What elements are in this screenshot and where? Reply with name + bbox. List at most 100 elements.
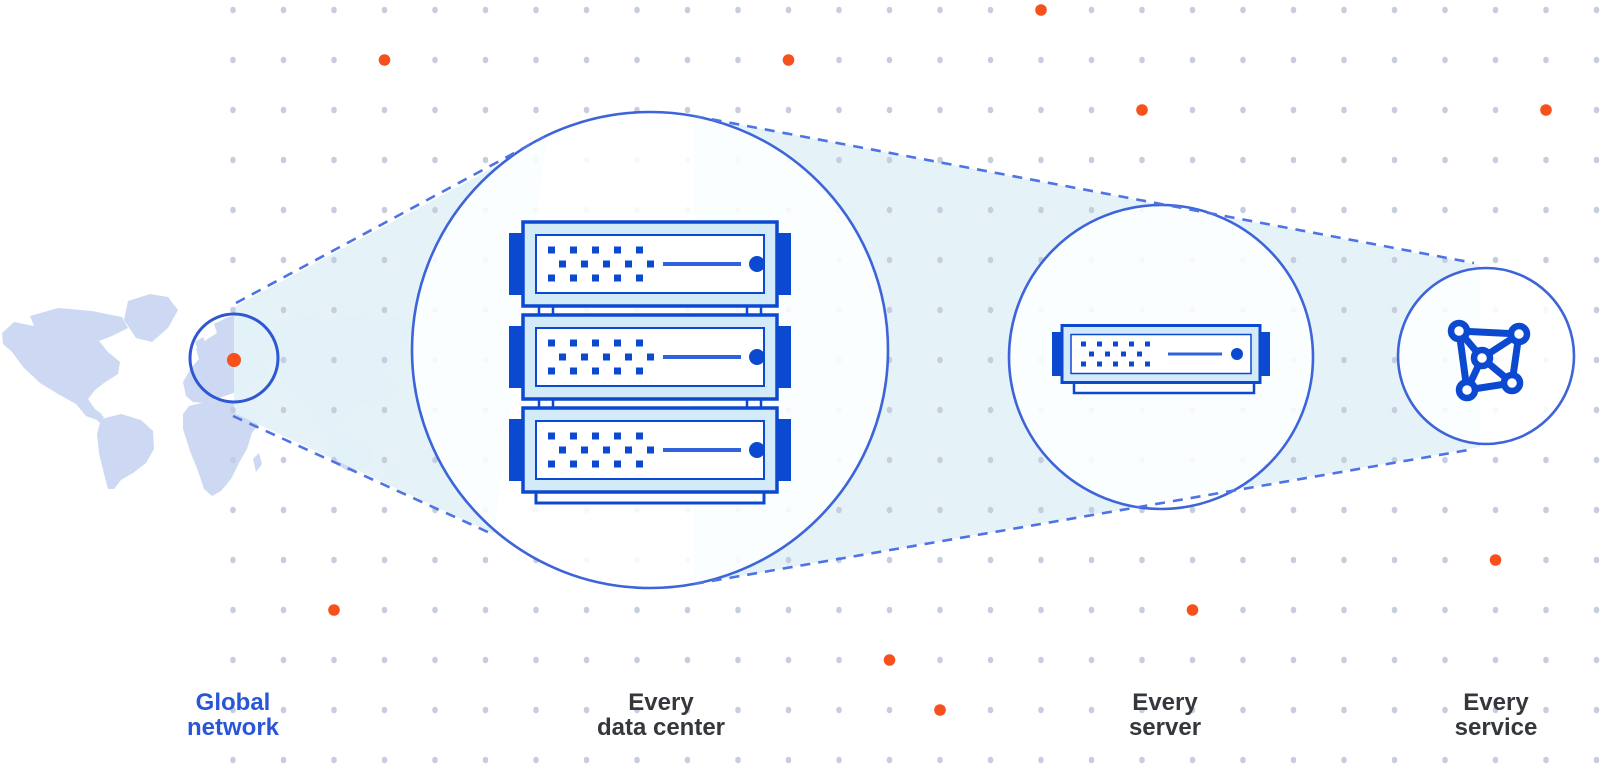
grid-dot — [381, 206, 388, 214]
grid-dot — [432, 206, 438, 214]
grid-dot — [886, 56, 893, 64]
grid-dot — [1593, 56, 1600, 64]
grid-dot — [1088, 6, 1095, 14]
grid-dot — [432, 106, 438, 114]
grid-dot — [987, 106, 994, 114]
grid-dot — [1543, 156, 1549, 164]
grid-dot — [937, 456, 943, 464]
grid-dot — [987, 206, 994, 214]
grid-dot — [331, 756, 337, 764]
grid-dot — [1038, 506, 1044, 514]
grid-dot — [482, 156, 489, 164]
grid-dot — [533, 56, 539, 64]
grid-dot — [1341, 506, 1347, 514]
grid-dot — [886, 256, 893, 264]
grid-dot — [482, 6, 489, 14]
orange-dot — [1489, 554, 1502, 566]
grid-dot — [937, 656, 943, 664]
grid-dot — [1240, 706, 1246, 714]
grid-dot — [1038, 56, 1044, 64]
grid-dot — [331, 156, 337, 164]
map-madagascar — [253, 453, 262, 472]
grid-dot — [886, 506, 893, 514]
grid-dot — [785, 756, 792, 764]
stage-label-line: Global — [195, 689, 271, 716]
grid-dot — [331, 306, 337, 314]
grid-dot — [280, 206, 287, 214]
grid-dot — [1492, 206, 1499, 214]
grid-dot — [381, 356, 388, 364]
grid-dot — [1391, 206, 1398, 214]
grid-dot — [1341, 706, 1347, 714]
grid-dot — [987, 156, 994, 164]
grid-dot — [331, 706, 337, 714]
grid-dot — [785, 556, 792, 564]
map-greenland — [124, 294, 178, 342]
grid-dot — [1290, 6, 1297, 14]
grid-dot — [1391, 156, 1398, 164]
grid-dot — [280, 456, 287, 464]
grid-dot — [987, 656, 994, 664]
zoom-cone-lines — [232, 114, 1475, 586]
grid-dot — [1290, 156, 1297, 164]
grid-dot — [1341, 206, 1347, 214]
grid-dot — [1543, 506, 1549, 514]
grid-dot — [280, 6, 287, 14]
grid-dot — [1543, 6, 1549, 14]
grid-dot — [230, 506, 236, 514]
grid-dot — [280, 506, 287, 514]
grid-dot — [381, 556, 388, 564]
server-unit — [509, 406, 791, 494]
grid-dot — [1543, 256, 1549, 264]
grid-dot — [1290, 506, 1297, 514]
stage-label-line: Every — [1463, 689, 1529, 716]
grid-dot — [1189, 656, 1196, 664]
grid-dot — [482, 606, 489, 614]
grid-dot — [886, 606, 893, 614]
grid-dot — [230, 756, 236, 764]
grid-dot — [583, 606, 590, 614]
grid-dot — [937, 356, 943, 364]
grid-dot — [280, 306, 287, 314]
grid-dot — [331, 206, 337, 214]
grid-dot — [1038, 756, 1044, 764]
grid-dot — [432, 156, 438, 164]
grid-dot — [937, 406, 943, 414]
grid-dot — [381, 6, 388, 14]
grid-dot — [1593, 456, 1600, 464]
grid-dot — [1341, 6, 1347, 14]
grid-dot — [1442, 156, 1448, 164]
grid-dot — [230, 256, 236, 264]
grid-dot — [836, 756, 842, 764]
grid-dot — [1088, 56, 1095, 64]
grid-dot — [1038, 106, 1044, 114]
grid-dot — [280, 56, 287, 64]
grid-dot — [1189, 556, 1196, 564]
grid-dot — [230, 556, 236, 564]
grid-dot — [331, 506, 337, 514]
grid-dot — [1442, 706, 1448, 714]
grid-dot — [331, 556, 337, 564]
grid-dot — [937, 206, 943, 214]
grid-dot — [230, 306, 236, 314]
grid-dot — [1341, 456, 1347, 464]
grid-dot — [1391, 56, 1398, 64]
grid-dot — [381, 706, 388, 714]
grid-dot — [735, 6, 741, 14]
grid-dot — [280, 606, 287, 614]
grid-dot — [482, 656, 489, 664]
grid-dot — [1088, 606, 1095, 614]
grid-dot — [280, 706, 287, 714]
grid-dot — [785, 6, 792, 14]
grid-dot — [583, 56, 590, 64]
stage-label-line: Every — [628, 689, 694, 716]
grid-dot — [735, 656, 741, 664]
grid-dot — [280, 156, 287, 164]
grid-dot — [987, 406, 994, 414]
grid-dot — [381, 756, 388, 764]
dashed-line-bottom-left — [232, 414, 491, 535]
grid-dot — [1593, 356, 1600, 364]
grid-dot — [1240, 656, 1246, 664]
grid-dot — [482, 756, 489, 764]
grid-dot — [987, 556, 994, 564]
